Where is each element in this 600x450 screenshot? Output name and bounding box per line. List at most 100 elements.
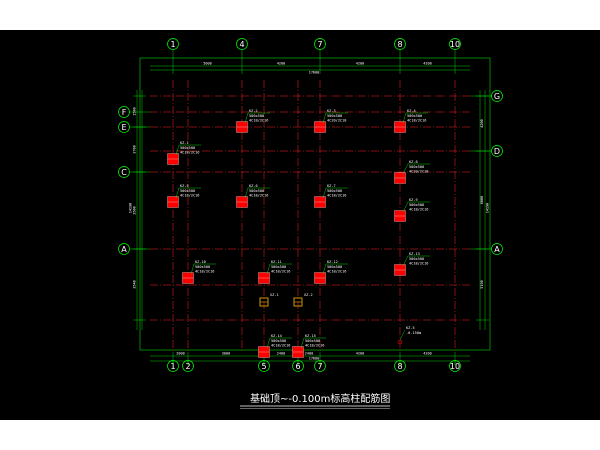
outline-frame bbox=[139, 57, 491, 351]
annotation-leader bbox=[244, 112, 249, 124]
drawing-title: 基础顶~-0.100m标高柱配筋图 bbox=[250, 392, 390, 405]
column-rebar: 4C18/2C16 bbox=[409, 208, 428, 212]
annotation-leader bbox=[300, 337, 305, 349]
axis-bubble-bottom: 6 bbox=[295, 362, 300, 371]
column-size: 500x500 bbox=[407, 114, 422, 118]
axis-bubble-left: E bbox=[121, 123, 126, 132]
right-dimension: 4200 bbox=[480, 119, 484, 127]
column-tag: KZ-8 bbox=[409, 160, 418, 164]
axis-bubble-bottom: 1 bbox=[170, 362, 175, 371]
column-rebar: 4C18/2C16 bbox=[249, 119, 268, 123]
axis-bubble-bottom: 7 bbox=[317, 362, 322, 371]
annotation-leader bbox=[266, 337, 271, 349]
column-size: 500x500 bbox=[271, 265, 286, 269]
column-tag: KZ-9 bbox=[409, 198, 418, 202]
axis-bubble-right: A bbox=[494, 245, 500, 254]
small-column-tag: XZ-1 bbox=[270, 293, 279, 297]
column-size: 500x500 bbox=[409, 257, 424, 261]
column-rebar: 4C18/2C16 bbox=[409, 262, 428, 266]
axis-bubble-bottom: 8 bbox=[397, 362, 402, 371]
left-dimension: 3500 bbox=[133, 206, 137, 214]
column-rebar: 4C18/2C16 bbox=[327, 270, 346, 274]
top-dimension: 4200 bbox=[356, 62, 364, 66]
annotation-leader bbox=[402, 112, 407, 124]
column-size: 500x500 bbox=[180, 189, 195, 193]
axis-bubble-left: C bbox=[121, 168, 127, 177]
column-rebar: 4C18/2C16 bbox=[407, 119, 426, 123]
column-tag: KZ-1 bbox=[180, 141, 189, 145]
axis-bubble-right: G bbox=[494, 92, 500, 101]
column-tag: KZ-4 bbox=[407, 109, 416, 113]
bottom-total-dimension: 17600 bbox=[309, 357, 320, 361]
column-tag: KZ-12 bbox=[327, 260, 338, 264]
bottom-dimension: 4200 bbox=[356, 352, 364, 356]
annotation-leader bbox=[399, 329, 406, 341]
column-rebar: 4C18/2C16 bbox=[271, 344, 290, 348]
top-dimension: 4200 bbox=[277, 62, 285, 66]
annotation-leader bbox=[175, 187, 180, 199]
axis-bubble-right: D bbox=[494, 147, 500, 156]
column-size: 500x500 bbox=[327, 189, 342, 193]
column-tag: KZ-3 bbox=[327, 109, 336, 113]
column-size: 500x500 bbox=[180, 146, 195, 150]
column-size: 500x500 bbox=[305, 339, 320, 343]
axis-bubble-top: 10 bbox=[450, 40, 460, 49]
bottom-dimension: 3000 bbox=[222, 352, 230, 356]
axis-bubble-left: F bbox=[122, 108, 127, 117]
bottom-dimension: 2400 bbox=[277, 352, 285, 356]
column-rebar: 4C18/2C16 bbox=[305, 344, 324, 348]
annotation-leader bbox=[402, 201, 409, 213]
top-total-dimension: 17600 bbox=[309, 71, 320, 75]
annotation-leader bbox=[322, 187, 327, 199]
left-dimension: 1500 bbox=[133, 107, 137, 115]
bottom-dimension: 2400 bbox=[305, 352, 313, 356]
column-size: 500x500 bbox=[327, 265, 342, 269]
right-dimension: 6000 bbox=[480, 196, 484, 204]
column-tag: KZ-10 bbox=[195, 260, 206, 264]
left-dimension: 3700 bbox=[133, 145, 137, 153]
bottom-dimension: 2000 bbox=[176, 352, 184, 356]
column-rebar: 4C20/2C18 bbox=[327, 119, 346, 123]
right-dimension: 5190 bbox=[480, 280, 484, 288]
bottom-dimension: 4200 bbox=[423, 352, 431, 356]
column-size: 500x500 bbox=[409, 165, 424, 169]
annotation-leader bbox=[190, 263, 195, 275]
column-tag: KZ-15 bbox=[305, 334, 316, 338]
axis-bubble-top: 7 bbox=[317, 40, 322, 49]
column-size: 500x500 bbox=[271, 339, 286, 343]
annotation-leader bbox=[175, 144, 180, 156]
column-rebar: 4C18/2C16 bbox=[195, 270, 214, 274]
annotation-leader bbox=[266, 263, 271, 275]
small-column-tag: XZ-2 bbox=[304, 293, 313, 297]
left-dimension: 3540 bbox=[133, 280, 137, 288]
column-tag: KZ-5 bbox=[180, 184, 189, 188]
column-rebar: 4C18/2C16 bbox=[180, 151, 199, 155]
column-rebar: 4C20/2C18 bbox=[409, 170, 428, 174]
column-size: 500x500 bbox=[195, 265, 210, 269]
column-rebar: 4C18/2C16 bbox=[271, 270, 290, 274]
annotation-leader bbox=[244, 187, 249, 199]
column-rebar: 4C18/2C16 bbox=[327, 194, 346, 198]
column-tag: KZ-2 bbox=[249, 109, 258, 113]
column-size: 500x500 bbox=[249, 114, 264, 118]
column-size: 500x500 bbox=[249, 189, 264, 193]
axis-bubble-left: A bbox=[121, 245, 127, 254]
column-tag: KZ-14 bbox=[271, 334, 282, 338]
right-total-dimension: 14190 bbox=[486, 203, 490, 214]
column-tag: KZ-13 bbox=[409, 252, 420, 256]
axis-bubble-top: 8 bbox=[397, 40, 402, 49]
axis-bubble-top: 1 bbox=[170, 40, 175, 49]
column-rebar: 4C18/2C16 bbox=[249, 194, 268, 198]
column-tag: KZ-6 bbox=[249, 184, 258, 188]
axis-bubble-bottom: 2 bbox=[185, 362, 190, 371]
annotation-leader bbox=[402, 163, 409, 175]
annotation-leader bbox=[402, 255, 409, 267]
axis-bubble-top: 4 bbox=[239, 40, 244, 49]
column-size: 500x500 bbox=[409, 203, 424, 207]
column-size: 500x500 bbox=[327, 114, 342, 118]
column-tag: KZ-11 bbox=[271, 260, 282, 264]
elevation-value: -0.150m bbox=[406, 331, 421, 335]
left-total-dimension: 14190 bbox=[129, 203, 133, 214]
